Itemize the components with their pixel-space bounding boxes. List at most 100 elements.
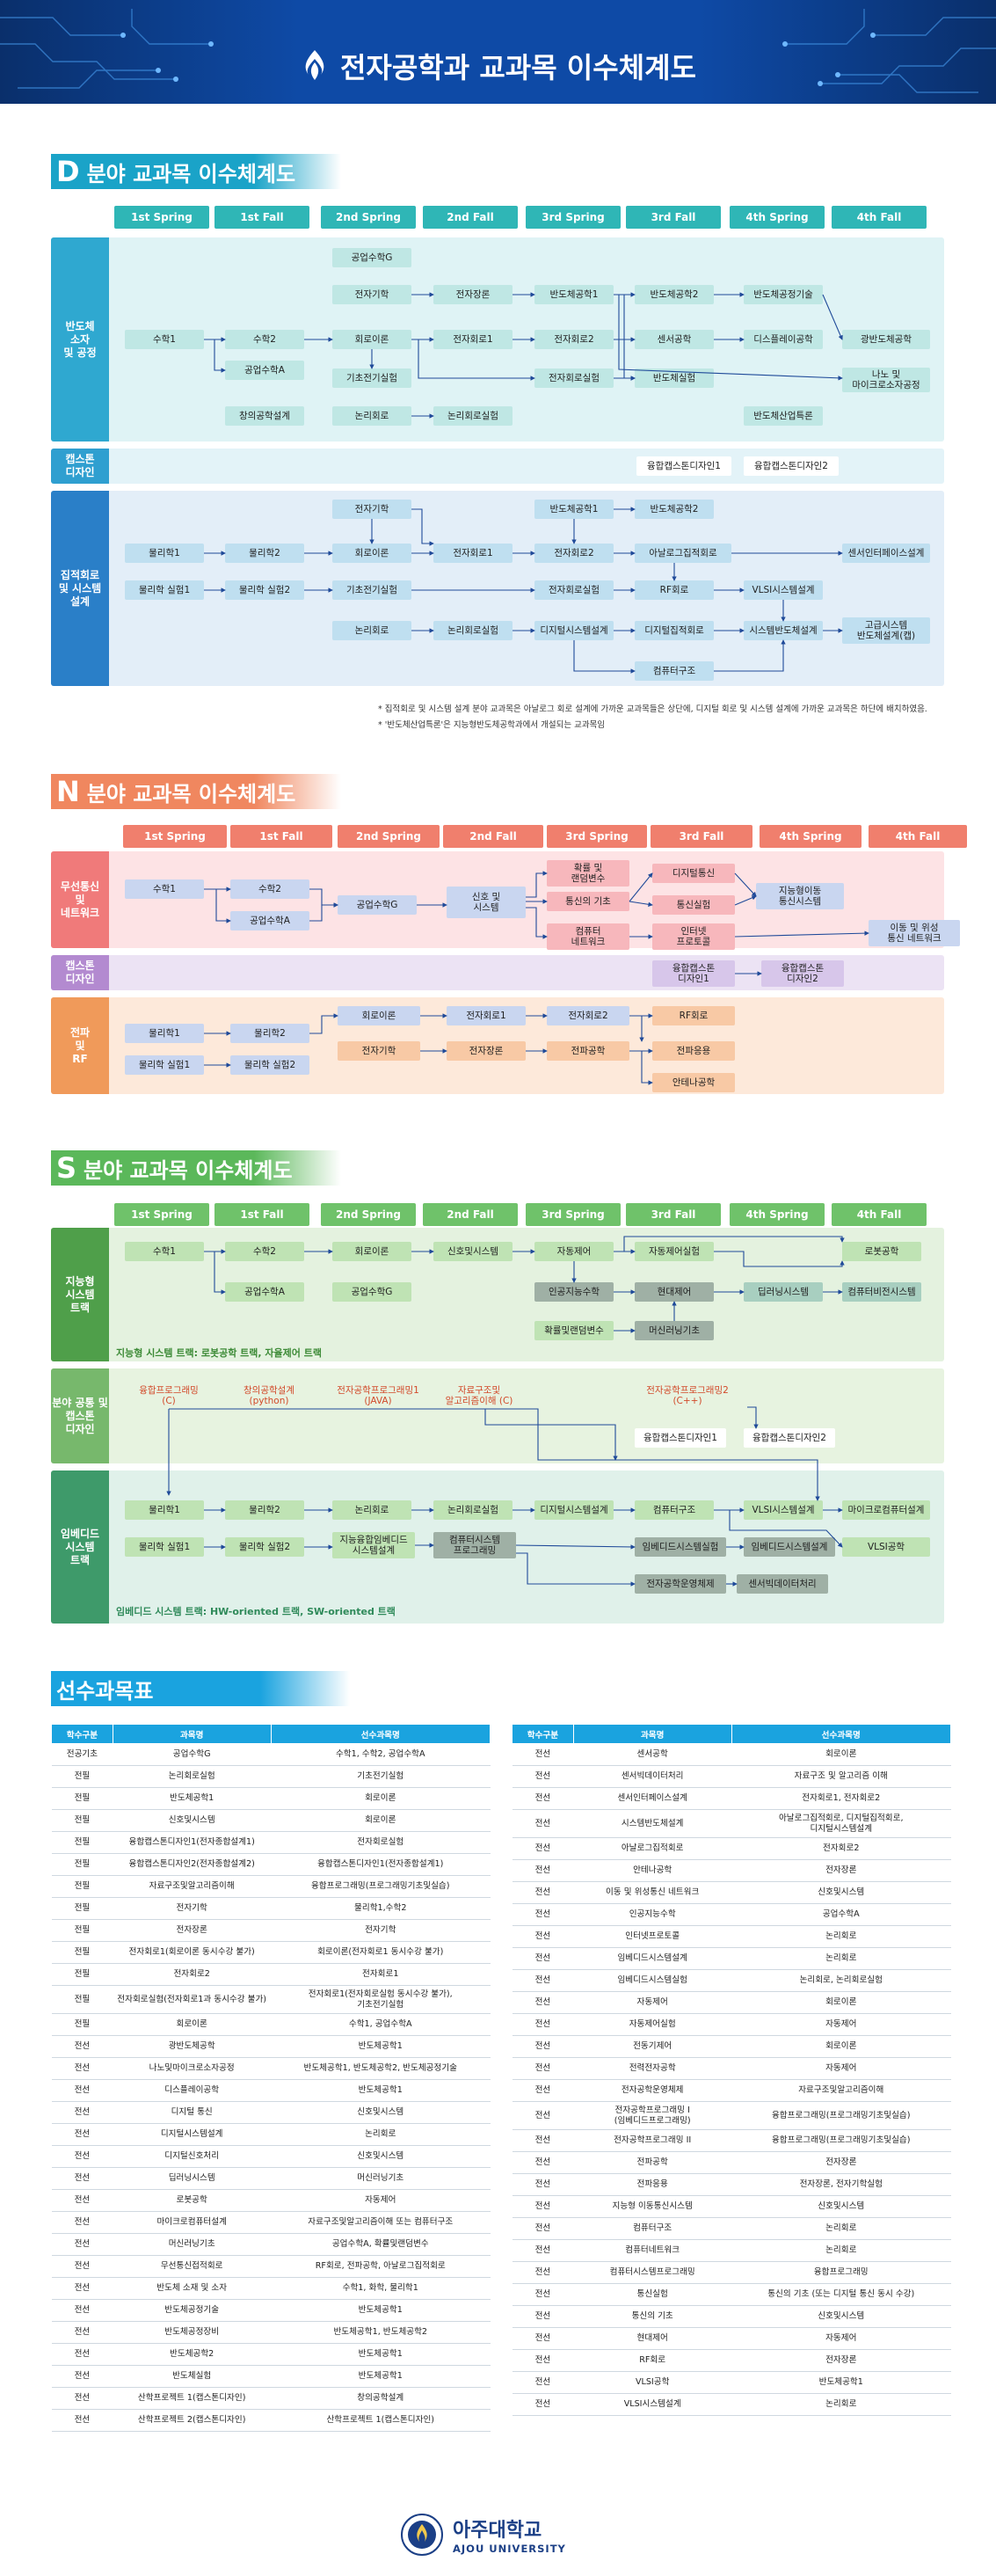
prereq-cell: 산학프로젝트 1(캡스톤디자인) xyxy=(271,2409,491,2432)
prereq-cell: 물리학1,수학2 xyxy=(271,1897,491,1920)
prereq-cell: 신호및시스템 xyxy=(731,1881,951,1904)
d-course-box: 수학1 xyxy=(125,330,204,349)
prereq-cell: 전선 xyxy=(51,2365,113,2388)
s-course-box: 전자공학프로그래밍1 (JAVA) xyxy=(337,1384,419,1406)
s-course-box: 인공지능수학 xyxy=(534,1282,614,1302)
d-course-box: 반도체산업특론 xyxy=(744,406,823,426)
prereq-cell: 전선 xyxy=(51,2057,113,2080)
s-course-box: 회로이론 xyxy=(332,1242,411,1261)
d-course-box: 물리학2 xyxy=(225,544,304,563)
d-course-box: 융합캡스톤디자인2 xyxy=(744,456,839,476)
d-course-box: 반도체실험 xyxy=(635,369,714,388)
d-course-box: 전자장론 xyxy=(433,285,513,304)
prereq-cell: 전선 xyxy=(512,1969,574,1992)
prereq-cell: 디지털 통신 xyxy=(113,2101,271,2124)
prereq-cell: 신호및시스템 xyxy=(731,2305,951,2328)
d-course-box: 논리회로실험 xyxy=(433,621,513,640)
d-course-box: 공업수학G xyxy=(332,248,411,267)
prereq-cell: 인터넷프로토콜 xyxy=(573,1925,731,1948)
d-course-box: 논리회로실험 xyxy=(433,406,513,426)
d-course-box: 아날로그집적회로 xyxy=(635,544,731,563)
s-course-box: 물리학 실험2 xyxy=(225,1537,304,1557)
prereq-cell: 융합캡스톤디자인2(전자종합설계2) xyxy=(113,1853,271,1876)
d-semester-header: 3rd Fall xyxy=(626,206,721,229)
d-course-box: 회로이론 xyxy=(332,544,411,563)
prereq-cell: 전선 xyxy=(512,2239,574,2262)
prereq-cell: 전선 xyxy=(51,2299,113,2322)
n-row-label: 무선통신 및 네트워크 xyxy=(51,851,109,948)
prereq-cell: 전선 xyxy=(512,2195,574,2218)
d-course-box: 물리학 실험2 xyxy=(225,580,304,600)
prereq-cell: 전자회로실험 xyxy=(271,1831,491,1854)
d-course-box: 창의공학설계 xyxy=(225,406,304,426)
n-semester-header: 4th Fall xyxy=(869,825,967,848)
prereq-cell: 전선 xyxy=(51,2409,113,2432)
n-course-box: 컴퓨터 네트워크 xyxy=(547,923,629,950)
n-semester-header: 2nd Fall xyxy=(443,825,543,848)
s-course-box: 물리학1 xyxy=(125,1500,204,1520)
n-course-box: 공업수학G xyxy=(338,895,417,915)
d-semester-header: 1st Spring xyxy=(114,206,209,229)
university-name-ko: 아주대학교 xyxy=(453,2520,542,2542)
d-course-box: 센서인터페이스설계 xyxy=(842,544,930,563)
prereq-cell: 논리회로 xyxy=(731,2393,951,2416)
prereq-cell: 머신러닝기초 xyxy=(113,2233,271,2256)
circuit-pattern-right xyxy=(782,9,996,93)
s-semester-header: 3rd Spring xyxy=(526,1203,621,1226)
n-course-box: 회로이론 xyxy=(338,1006,420,1025)
s-course-box: 논리회로 xyxy=(332,1500,411,1520)
prereq-cell: 컴퓨터시스템프로그래밍 xyxy=(573,2261,731,2284)
d-row-label: 반도체 소자 및 공정 xyxy=(51,237,109,441)
prereq-cell: 전선 xyxy=(512,2305,574,2328)
n-course-box: 신호 및 시스템 xyxy=(447,887,526,918)
s-course-box: 논리회로실험 xyxy=(433,1500,513,1520)
n-section-letter: N xyxy=(56,775,80,808)
prereq-cell: 머신러닝기초 xyxy=(271,2167,491,2190)
s-course-box: 공업수학A xyxy=(225,1282,304,1302)
s-course-box: 융합프로그래밍 (C) xyxy=(139,1384,199,1406)
prereq-cell: 전자회로1(회로이론 동시수강 불가) xyxy=(113,1941,271,1964)
prereq-cell: 창의공학설계 xyxy=(271,2387,491,2410)
prereq-cell: 통신의 기초 (또는 디지털 통신 동시 수강) xyxy=(731,2283,951,2306)
prereq-cell: 반도체공학1, 반도체공학2 xyxy=(271,2321,491,2344)
prereq-cell: 전선 xyxy=(512,1991,574,2014)
prereq-cell: 전선 xyxy=(51,2167,113,2190)
prereq-cell: 센서빅데이터처리 xyxy=(573,1765,731,1788)
prereq-cell: 신호및시스템 xyxy=(271,2145,491,2168)
prereq-cell: 전선 xyxy=(51,2123,113,2146)
prereq-cell: 회로이론 xyxy=(731,1991,951,2014)
d-course-box: 센서공학 xyxy=(635,330,714,349)
n-course-box: 물리학 실험1 xyxy=(125,1055,204,1075)
d-course-box: 반도체공학2 xyxy=(635,285,714,304)
prereq-cell: 인공지능수학 xyxy=(573,1903,731,1926)
prereq-cell: 반도체공정장비 xyxy=(113,2321,271,2344)
prereq-cell: 아날로그집적회로, 디지털집적회로, 디지털시스템설계 xyxy=(731,1809,951,1838)
prereq-cell: 전선 xyxy=(512,1859,574,1882)
prereq-cell: 전선 xyxy=(512,1837,574,1860)
prereq-cell: 반도체공학1, 반도체공학2, 반도체공정기술 xyxy=(271,2057,491,2080)
prereq-cell: 전공기초 xyxy=(51,1743,113,1766)
s-course-box: 컴퓨터구조 xyxy=(635,1500,714,1520)
prereq-cell: 전선 xyxy=(512,2217,574,2240)
s-course-box: 자동제어 xyxy=(534,1242,614,1261)
footer-logo: 아주대학교 AJOU UNIVERSITY xyxy=(400,2508,611,2561)
prereq-cell: 디지털신호처리 xyxy=(113,2145,271,2168)
prereq-cell: 전선 xyxy=(512,2101,574,2130)
s-course-box: 전자공학운영체제 xyxy=(635,1574,726,1594)
prereq-cell: 수학1, 공업수학A xyxy=(271,2013,491,2036)
